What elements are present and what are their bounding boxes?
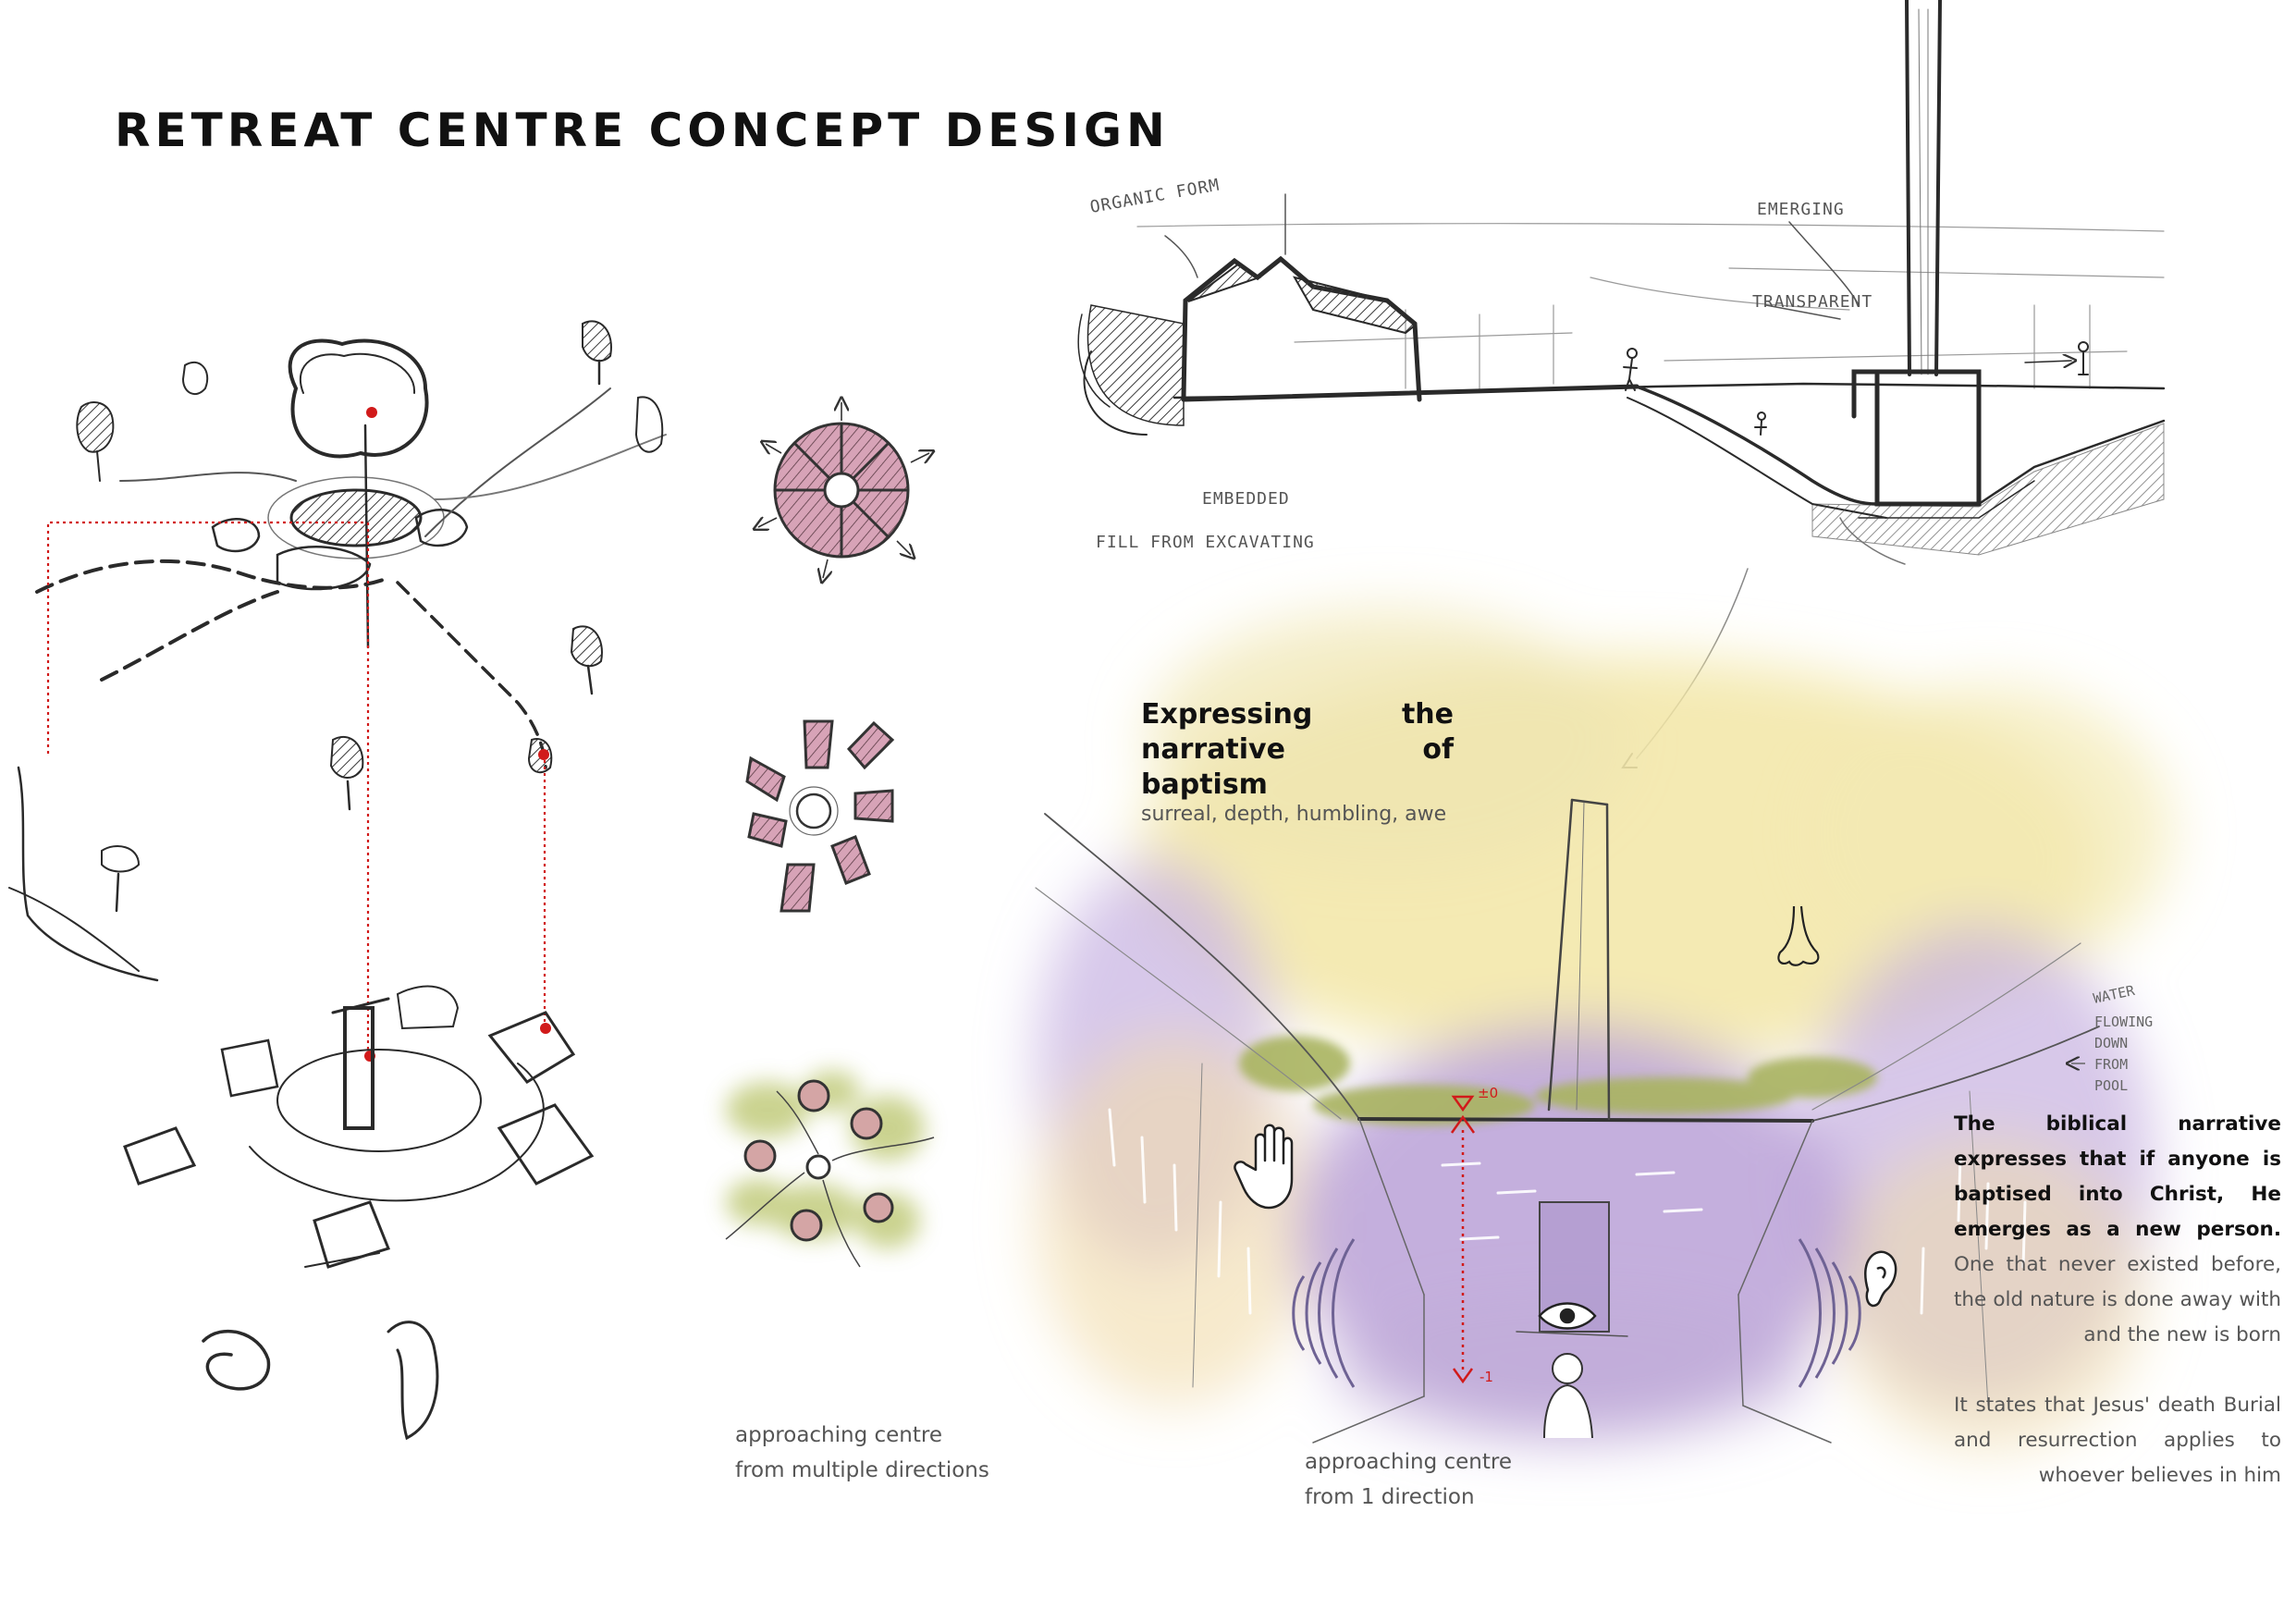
caption-multiple-directions: approaching centre from multiple directi… — [735, 1423, 989, 1482]
fragment-diagram — [745, 719, 895, 913]
section-notes: ORGANIC FORM EMERGING TRANSPARENT EMBEDD… — [1088, 176, 1872, 552]
nose-icon — [1777, 905, 1820, 966]
baptism-subheading: surreal, depth, humbling, awe — [1141, 803, 1447, 826]
narrative-regular: One that never existed before, the old n… — [1954, 1253, 2281, 1346]
note-organic-form: ORGANIC FORM — [1088, 176, 1222, 217]
heading-word-the: the — [1401, 698, 1454, 731]
note-emerging: EMERGING — [1757, 200, 1845, 219]
ear-icon — [1864, 1250, 1897, 1308]
note-transparent: TRANSPARENT — [1752, 292, 1872, 312]
radial-diagram — [758, 402, 929, 578]
svg-text:WATER: WATER — [2092, 982, 2137, 1007]
svg-text:POOL: POOL — [2094, 1077, 2128, 1094]
eye-icon — [1538, 1302, 1597, 1330]
level-top-label: ±0 — [1478, 1085, 1498, 1101]
connection-lines — [46, 521, 546, 1056]
cluster-sketch — [123, 985, 595, 1441]
narrative-paragraph-2: It states that Jesus' death Burial and r… — [1954, 1394, 2281, 1487]
svg-text:DOWN: DOWN — [2094, 1035, 2128, 1051]
note-embedded: EMBEDDED — [1202, 489, 1290, 509]
section-sketch — [1077, 0, 2166, 768]
note-fill: FILL FROM EXCAVATING — [1096, 533, 1315, 552]
narrative-bold: The biblical narrative expresses that if… — [1954, 1112, 2281, 1241]
hand-icon — [1234, 1124, 1294, 1210]
narrative-paragraph-1: The biblical narrative expresses that if… — [1954, 1107, 2281, 1353]
sound-waves-right — [1798, 1238, 1861, 1388]
heading-word-expressing: Expressing — [1141, 698, 1313, 731]
caption-one-direction: approaching centre from 1 direction — [1305, 1450, 1513, 1509]
svg-text:FROM: FROM — [2094, 1056, 2128, 1073]
svg-text:FLOWING: FLOWING — [2094, 1014, 2153, 1030]
baptism-heading: Expressing the narrative of baptism surr… — [1141, 697, 1454, 826]
page-title: RETREAT CENTRE CONCEPT DESIGN — [115, 104, 1170, 157]
sound-waves-left — [1292, 1238, 1356, 1388]
masterplan-sketch — [8, 320, 667, 982]
water-note: WATER FLOWING DOWN FROM POOL — [2092, 982, 2153, 1094]
heading-line-2: narrative of baptism — [1141, 733, 1454, 801]
organic-diagram — [725, 1071, 935, 1268]
level-bottom-label: -1 — [1480, 1369, 1493, 1385]
narrative-text: The biblical narrative expresses that if… — [1954, 1107, 2281, 1493]
